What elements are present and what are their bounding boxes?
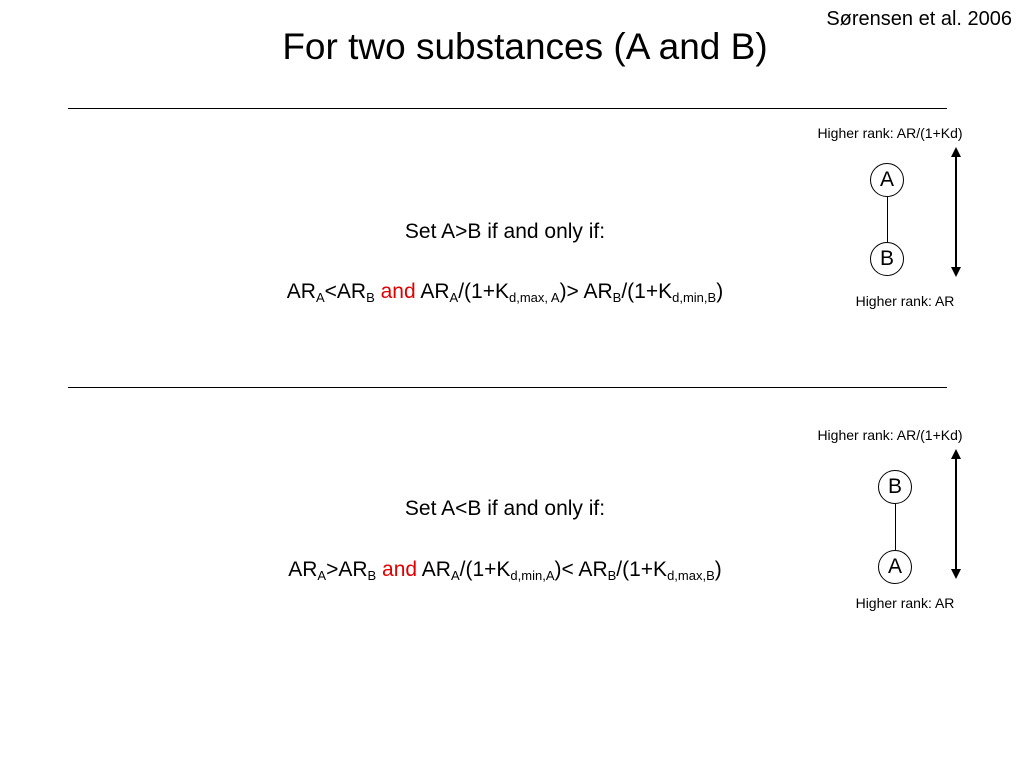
divider-top [68,108,947,109]
formula-subscript: d,min,B [672,290,717,305]
node-top: B [878,470,912,504]
node-connector [895,504,896,550]
formula-term: >AR [326,558,368,581]
formula-term: AR [286,280,316,303]
double-arrow-icon [951,147,961,277]
node-bottom: A [878,550,912,584]
formula-subscript: A [449,290,459,305]
condition-heading: Set A<B if and only if: [404,497,606,520]
formula-subscript: A [317,568,327,583]
formula-subscript: d,max,B [667,568,715,583]
node-bottom: B [870,242,904,276]
node-top: A [870,163,904,197]
formula-term: )> AR [559,280,613,303]
formula-subscript: d,max, A [508,290,560,305]
formula-term: /(1+K [616,558,668,581]
formula-subscript: d,min,A [510,568,555,583]
condition-heading: Set A>B if and only if: [404,220,606,243]
rank-label-top: Higher rank: AR/(1+Kd) [817,427,963,443]
formula-subscript: B [367,568,377,583]
citation: Sørensen et al. 2006 [826,8,1012,30]
divider-middle [68,387,947,388]
formula-subscript: A [450,568,460,583]
formula-term: <AR [324,280,367,303]
formula-term: /(1+K [621,280,673,303]
formula-term: ) [714,558,722,581]
formula-subscript: B [366,290,375,305]
formula-term: ) [716,280,724,303]
formula-term: AR [421,558,451,581]
condition-formula: ARA>ARB and ARA/(1+Kd,min,A)< ARB/(1+Kd,… [175,558,835,582]
formula-term: AR [288,558,318,581]
formula-term: /(1+K [459,558,511,581]
condition-formula: ARA<ARB and ARA/(1+Kd,max, A)> ARB/(1+Kd… [175,280,835,304]
slide-title: For two substances (A and B) [282,26,768,67]
formula-subscript: A [315,290,325,305]
rank-label-top: Higher rank: AR/(1+Kd) [817,125,963,141]
formula-term: /(1+K [458,280,509,303]
double-arrow-icon [951,449,961,579]
rank-label-bottom: Higher rank: AR [855,595,955,611]
formula-keyword: and [382,558,418,581]
node-connector [887,197,888,243]
formula-subscript: B [607,568,617,583]
formula-subscript: B [612,290,622,305]
formula-keyword: and [380,280,416,303]
formula-term: AR [420,280,450,303]
rank-label-bottom: Higher rank: AR [855,293,955,309]
formula-term: )< AR [554,558,608,581]
